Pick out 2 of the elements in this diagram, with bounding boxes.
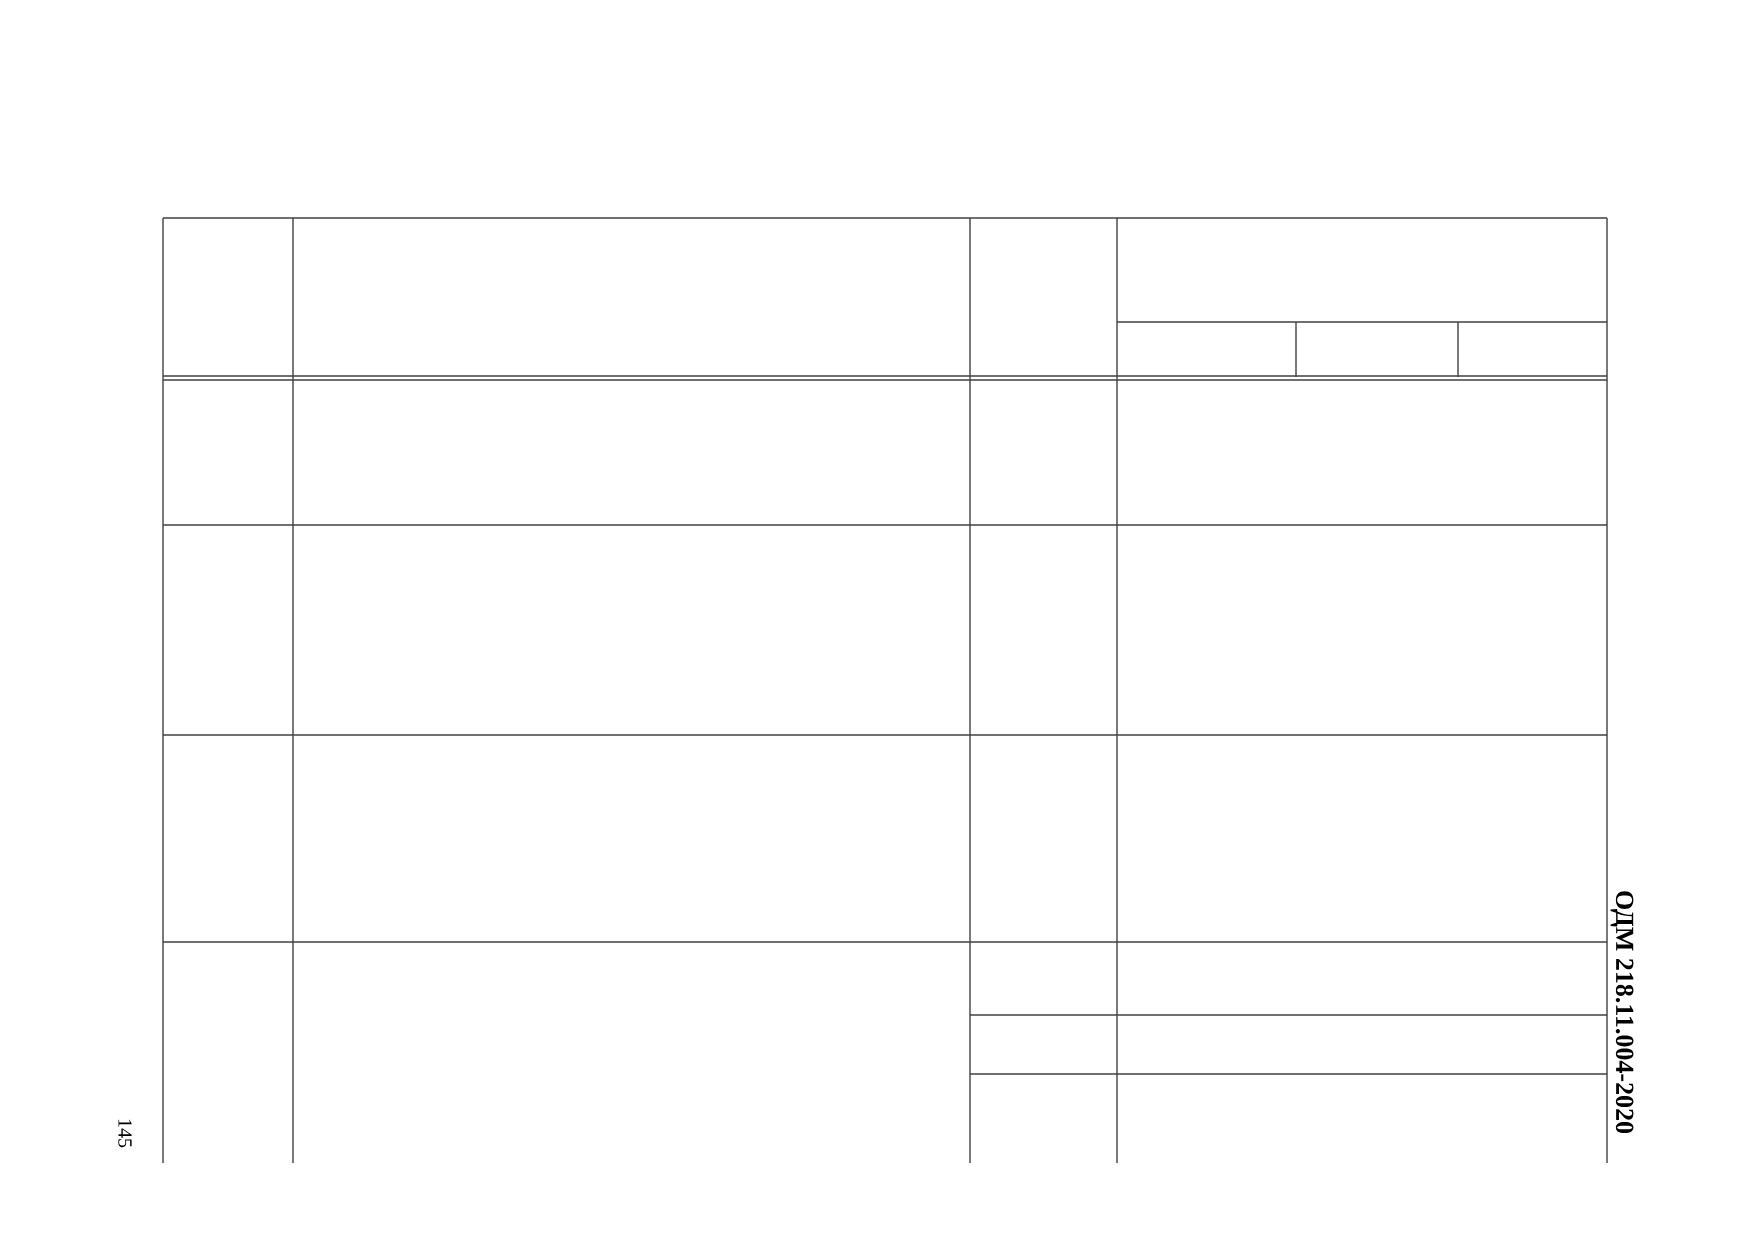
page-number: 145 bbox=[118, 1119, 132, 1148]
document-code: ОДМ 218.11.004-2020 bbox=[1610, 891, 1634, 1134]
